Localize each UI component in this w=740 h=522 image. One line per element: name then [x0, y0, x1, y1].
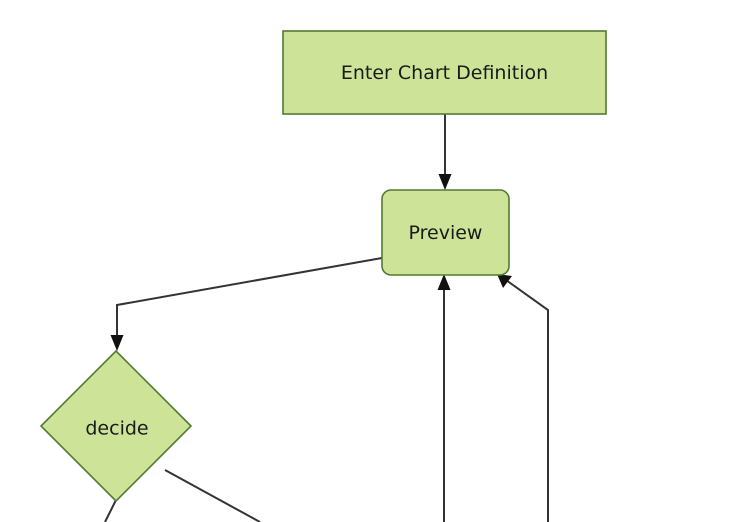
- node-shape-diamond: [39, 349, 193, 503]
- arrow-head-icon: [110, 335, 124, 351]
- edge-line: [164, 469, 261, 522]
- edge-preview-to-decide[interactable]: [110, 257, 383, 351]
- edge-enter-to-preview[interactable]: [438, 114, 452, 190]
- arrow-head-icon: [437, 274, 451, 290]
- node-shape-rounded-rectangle: [381, 189, 510, 276]
- arrow-head-icon: [438, 174, 452, 190]
- edge-bottom-right-to-preview[interactable]: [497, 274, 549, 522]
- node-enter-chart-definition[interactable]: Enter Chart Definition: [282, 30, 607, 115]
- node-preview[interactable]: Preview: [381, 189, 510, 276]
- edge-bottom-center-to-preview[interactable]: [437, 274, 451, 522]
- node-decide[interactable]: decide: [39, 349, 193, 503]
- edge-line: [104, 499, 117, 522]
- edge-line: [505, 279, 549, 522]
- edge-line: [116, 257, 383, 340]
- edge-decide-bottom-left[interactable]: [104, 499, 117, 522]
- node-shape-rectangle: [282, 30, 607, 115]
- arrow-head-icon: [497, 274, 512, 288]
- edge-decide-bottom-right[interactable]: [164, 469, 261, 522]
